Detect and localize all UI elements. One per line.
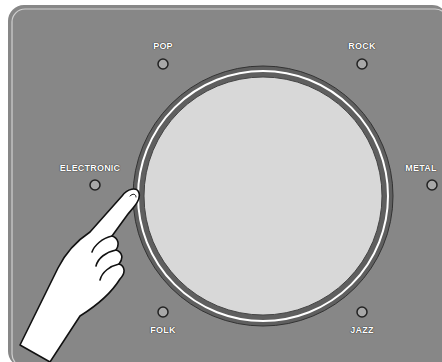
knob-ring-highlight [138,71,388,321]
mode-label: POP [153,41,173,51]
panel-face [8,5,442,362]
finger-line [92,236,112,252]
mode-label: METAL [405,163,436,173]
led-indicator [158,59,168,69]
led-indicator [427,180,437,190]
led-indicator [158,307,168,317]
hand-outline [20,189,139,362]
fingernail [130,194,136,197]
mode-label: JAZZ [350,325,373,335]
pressing-hand [20,189,139,362]
led-indicator [90,180,100,190]
panel-bevel [12,9,442,362]
finger-line [100,264,119,280]
led-indicator [357,307,367,317]
finger-line [96,250,116,266]
knob [144,77,382,315]
led-indicator [357,59,367,69]
mode-label: ELECTRONIC [60,163,121,173]
mode-label: FOLK [150,325,175,335]
led-group [90,59,437,317]
knob-ring [133,66,393,326]
mode-label: ROCK [348,41,375,51]
